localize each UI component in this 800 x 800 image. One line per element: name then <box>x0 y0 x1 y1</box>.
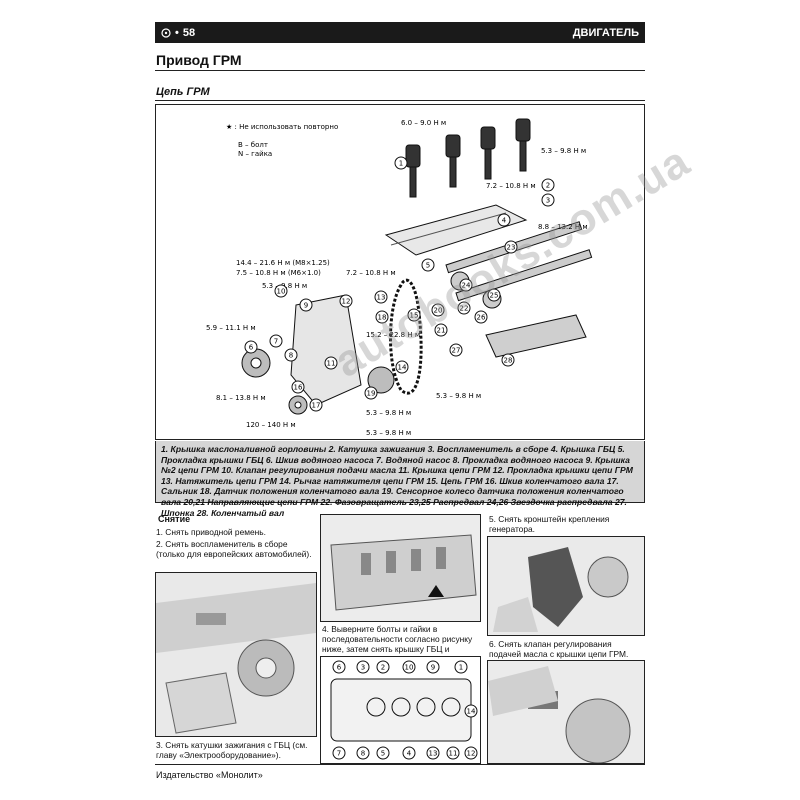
svg-text:27: 27 <box>452 347 461 355</box>
photo-alternator-bracket <box>487 536 645 636</box>
svg-text:25: 25 <box>490 292 499 300</box>
svg-text:5.9 – 11.1 Н м: 5.9 – 11.1 Н м <box>206 324 256 332</box>
engine-photo-1 <box>156 573 316 736</box>
step-3: 3. Снять катушки зажигания с ГБЦ (см. гл… <box>156 740 308 761</box>
svg-text:5: 5 <box>381 750 385 758</box>
svg-text:23: 23 <box>507 244 516 252</box>
bolt-sequence-drawing: 6 3 10 9 2 1 7 8 5 4 13 11 12 14 <box>320 656 481 764</box>
torque-labels: 6.0 – 9.0 Н м 5.3 – 9.8 Н м 7.2 – 10.8 Н… <box>206 119 588 437</box>
sequence-callouts: 6 3 10 9 2 1 7 8 5 4 13 11 12 14 <box>332 660 478 760</box>
pulleys <box>241 348 395 415</box>
key-nut: N – гайка <box>238 150 272 158</box>
subsection-title: Цепь ГРМ <box>156 86 210 98</box>
svg-text:10: 10 <box>405 664 414 672</box>
svg-text:4: 4 <box>502 217 507 225</box>
svg-text:7.2 – 10.8 Н м: 7.2 – 10.8 Н м <box>486 182 536 190</box>
svg-text:14: 14 <box>467 708 476 716</box>
crankshaft <box>485 314 587 358</box>
footer-rule <box>155 764 645 765</box>
publisher-footer: Издательство «Монолит» <box>156 770 263 780</box>
svg-text:6: 6 <box>337 664 342 672</box>
svg-text:11: 11 <box>449 750 458 758</box>
page-header: • 58 ДВИГАТЕЛЬ <box>155 22 645 43</box>
step-6: 6. Снять клапан регулирования подачей ма… <box>489 639 629 660</box>
engine-photo-2 <box>321 515 480 621</box>
part-callouts: 1 2 3 4 5 6 7 8 9 10 11 12 13 14 15 16 1… <box>244 156 555 412</box>
step-5: 5. Снять кронштейн крепления генератора. <box>489 514 610 535</box>
svg-text:15: 15 <box>410 312 419 320</box>
svg-text:28: 28 <box>504 357 513 365</box>
svg-text:8.8 – 13.2 Н м: 8.8 – 13.2 Н м <box>538 223 588 231</box>
svg-text:11: 11 <box>327 360 336 368</box>
svg-text:2: 2 <box>546 182 550 190</box>
svg-text:13: 13 <box>429 750 438 758</box>
page-title: Привод ГРМ <box>156 52 242 68</box>
step-1: 1. Снять приводной ремень. <box>156 527 266 537</box>
svg-text:5.3 – 9.8 Н м: 5.3 – 9.8 Н м <box>436 392 481 400</box>
svg-text:5.3 – 9.8 Н м: 5.3 – 9.8 Н м <box>366 409 411 417</box>
section-name: ДВИГАТЕЛЬ <box>572 26 639 39</box>
svg-text:1: 1 <box>399 160 403 168</box>
engine-photo-4 <box>488 661 644 763</box>
svg-text:19: 19 <box>367 390 376 398</box>
key-star: ★ : Не использовать повторно <box>226 123 338 131</box>
svg-text:1: 1 <box>459 664 463 672</box>
svg-text:14: 14 <box>398 364 407 372</box>
key-bolt: B – болт <box>238 141 268 149</box>
svg-text:15.2 – 22.8 Н м: 15.2 – 22.8 Н м <box>366 331 420 339</box>
svg-text:8.1 – 13.8 Н м: 8.1 – 13.8 Н м <box>216 394 266 402</box>
svg-text:7.5 – 10.8 Н м (M6×1.0): 7.5 – 10.8 Н м (M6×1.0) <box>236 269 321 277</box>
timing-chain-exploded-diagram: ★ : Не использовать повторно B – болт N … <box>155 104 698 440</box>
exploded-view-drawing: ★ : Не использовать повторно B – болт N … <box>206 118 593 437</box>
svg-text:10: 10 <box>277 288 286 296</box>
photo-valve-cover <box>320 514 481 622</box>
svg-text:12: 12 <box>467 750 476 758</box>
svg-text:7: 7 <box>337 750 341 758</box>
svg-text:4: 4 <box>407 750 412 758</box>
svg-text:7.2 – 10.8 Н м: 7.2 – 10.8 Н м <box>346 269 396 277</box>
svg-text:8: 8 <box>289 352 293 360</box>
svg-text:17: 17 <box>312 402 321 410</box>
svg-text:5.3 – 9.8 Н м: 5.3 – 9.8 Н м <box>541 147 586 155</box>
svg-text:13: 13 <box>377 294 386 302</box>
svg-text:5.3 – 9.8 Н м: 5.3 – 9.8 Н м <box>366 429 411 437</box>
removal-heading: Снятие <box>158 514 191 524</box>
svg-text:6.0 – 9.0 Н м: 6.0 – 9.0 Н м <box>401 119 446 127</box>
svg-text:20: 20 <box>434 307 443 315</box>
svg-text:7: 7 <box>274 338 278 346</box>
page-number-group: • 58 <box>161 27 195 39</box>
svg-text:14.4 – 21.6 Н м (M8×1.25): 14.4 – 21.6 Н м (M8×1.25) <box>236 259 330 267</box>
valve-cover-sequence: 6 3 10 9 2 1 7 8 5 4 13 11 12 14 <box>330 660 478 760</box>
svg-text:5: 5 <box>426 262 430 270</box>
svg-text:3: 3 <box>361 664 365 672</box>
svg-text:18: 18 <box>378 314 387 322</box>
svg-text:16: 16 <box>294 384 303 392</box>
svg-text:24: 24 <box>462 282 471 290</box>
svg-text:6: 6 <box>249 344 254 352</box>
step-2: 2. Снять воспламенитель в сборе (только … <box>156 539 312 560</box>
svg-text:120 – 140 Н м: 120 – 140 Н м <box>246 421 296 429</box>
parts-legend: 1. Крышка маслоналивной горловины 2. Кат… <box>155 441 645 518</box>
page-number: 58 <box>182 26 196 39</box>
svg-text:9: 9 <box>431 664 435 672</box>
svg-text:12: 12 <box>342 298 351 306</box>
photo-ignition-coils <box>155 572 317 737</box>
svg-text:26: 26 <box>477 314 486 322</box>
photo-oil-control-valve <box>487 660 645 764</box>
bullet-dot: • <box>175 26 179 39</box>
engine-photo-3 <box>488 537 644 635</box>
timing-cover <box>290 294 362 406</box>
svg-text:21: 21 <box>437 327 446 335</box>
svg-text:2: 2 <box>381 664 385 672</box>
title-rule <box>155 70 645 71</box>
subtitle-rule <box>155 100 645 101</box>
engine-section-icon <box>161 27 171 38</box>
svg-text:22: 22 <box>460 305 469 313</box>
svg-text:3: 3 <box>546 197 550 205</box>
ignition-coils <box>405 118 531 198</box>
timing-chain <box>389 278 423 395</box>
svg-text:8: 8 <box>361 750 365 758</box>
svg-text:9: 9 <box>304 302 308 310</box>
